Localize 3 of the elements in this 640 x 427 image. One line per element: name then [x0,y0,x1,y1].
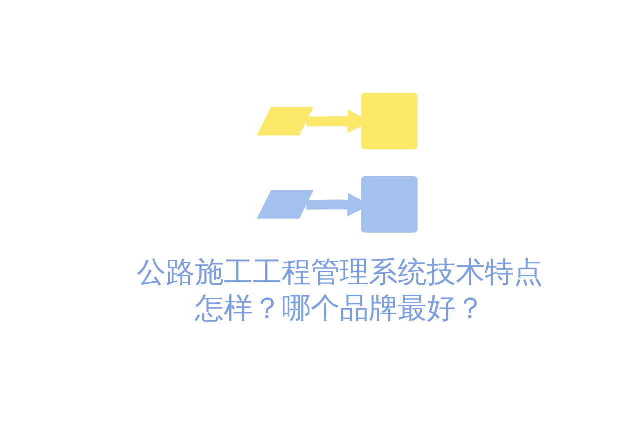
node-parallelogram [257,107,314,136]
title: 公路施工工程管理系统技术特点怎样？哪个品牌最好？ [136,254,544,326]
node-parallelogram [257,190,314,219]
